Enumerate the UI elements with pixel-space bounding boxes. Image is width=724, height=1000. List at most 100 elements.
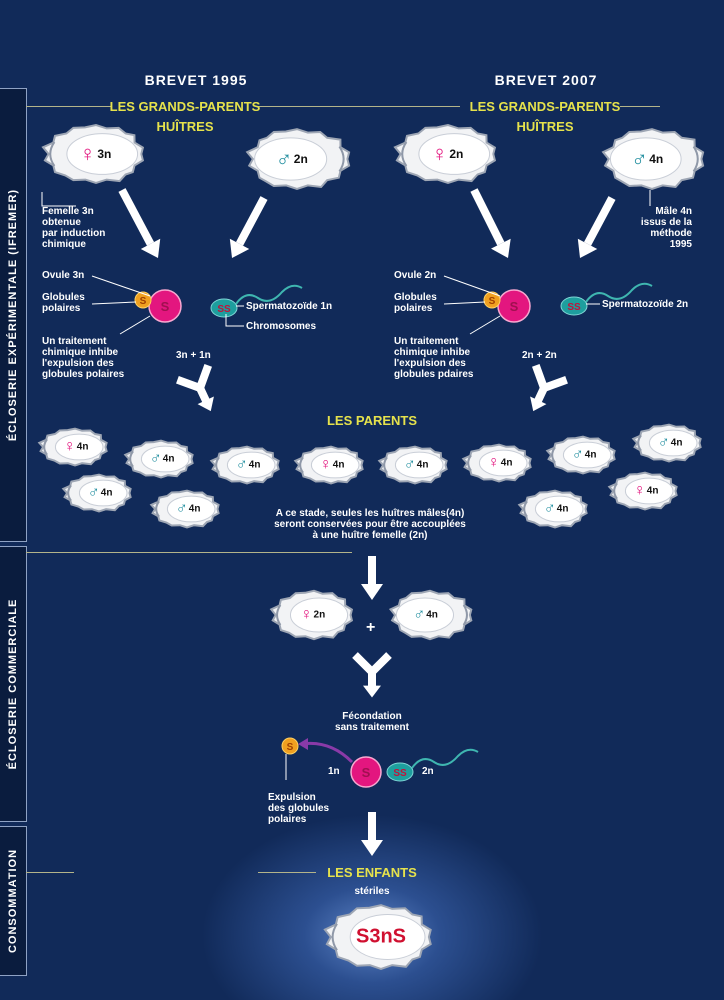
combo-label-right: 2n + 2n: [522, 350, 557, 361]
ovule-icon: [350, 756, 382, 788]
oyster-shell-icon: [323, 904, 432, 970]
female-symbol-icon: ♀: [633, 482, 646, 499]
arrow-head: [577, 238, 598, 258]
chromosome-icon: S: [140, 296, 147, 307]
divider-line: [258, 872, 316, 873]
grands-parents-title-left: LES GRANDS-PARENTS: [109, 99, 261, 114]
arrow-shaft: [584, 196, 616, 246]
breeding-female-2n-oyster: ♀2n: [269, 589, 356, 641]
ploidy-label: 4n: [426, 609, 438, 621]
male-symbol-icon: ♂: [87, 484, 100, 501]
male-symbol-icon: ♂: [403, 456, 416, 473]
oyster-shell-icon: [377, 445, 448, 485]
leader-line: [469, 315, 501, 335]
merge-arrow-icon: [530, 364, 568, 412]
grandparent-female-3n-oyster: ♀3n: [41, 123, 148, 185]
huitres-title-left: HUÎTRES: [156, 119, 214, 134]
chromosome-icon: S: [287, 742, 294, 753]
male-symbol-icon: ♂: [275, 146, 293, 171]
parents-title: LES PARENTS: [326, 413, 418, 428]
child-label: S3nS: [355, 925, 407, 948]
divider-line: [620, 106, 660, 107]
polar-body-icon: [134, 291, 152, 309]
chromosome-icon: SS: [393, 768, 407, 779]
ploidy-label: 4n: [584, 449, 597, 461]
arrow-shaft: [470, 188, 505, 246]
leader-line: [91, 301, 137, 305]
arrow-shaft: [118, 188, 155, 246]
ploidy-label: 4n: [248, 459, 261, 471]
oyster-shell-icon: [269, 589, 354, 641]
parent-oyster: ♂4n: [545, 435, 618, 475]
spermatozoid-icon: [386, 762, 414, 782]
sterile-child-oyster: S3nS: [323, 904, 436, 970]
ploidy-label: 4n: [649, 152, 664, 166]
stage-note: A ce stade, seules les huîtres mâles(4n)…: [274, 508, 466, 541]
oyster-shell-icon: [517, 489, 588, 529]
male-symbol-icon: ♂: [571, 446, 584, 463]
ploidy-label: 4n: [500, 457, 513, 469]
arrow-head: [229, 238, 250, 258]
leader-line: [225, 314, 244, 327]
leader-line: [119, 315, 151, 335]
male-symbol-icon: ♂: [657, 434, 670, 451]
parent-oyster: ♀4n: [607, 471, 680, 511]
steriles-label: stériles: [354, 886, 390, 897]
arrow-head: [140, 238, 161, 258]
divider-line: [26, 872, 74, 873]
female-symbol-icon: ♀: [79, 141, 96, 166]
chromosome-icon: SS: [567, 302, 581, 313]
spermatozoid-icon: [210, 298, 238, 318]
parent-oyster: ♂4n: [61, 473, 134, 513]
oyster-shell-icon: [393, 123, 497, 185]
huitres-title-right: HUÎTRES: [516, 119, 574, 134]
ploidy-label: 4n: [188, 503, 201, 515]
enfants-title: LES ENFANTS: [327, 865, 417, 880]
ploidy-label: 3n: [97, 147, 112, 161]
side-label-consommation: CONSOMMATION: [0, 826, 27, 976]
parent-oyster: ♂4n: [123, 439, 196, 479]
sperm-tail: [411, 748, 479, 769]
grandparent-male-2n-oyster: ♂2n: [244, 128, 351, 190]
female-symbol-icon: ♀: [431, 141, 448, 166]
oyster-shell-icon: [293, 445, 364, 485]
chromosome-icon: S: [161, 299, 170, 314]
brevet-2007-title: BREVET 2007: [494, 72, 598, 88]
oyster-shell-icon: [545, 435, 616, 475]
oyster-shell-icon: [245, 128, 351, 190]
oyster-shell-icon: [61, 473, 132, 513]
male-symbol-icon: ♂: [413, 606, 426, 623]
ploidy-label: 4n: [76, 441, 89, 453]
parent-oyster: ♂4n: [517, 489, 590, 529]
parent-oyster: ♀4n: [293, 445, 366, 485]
combo-label-left: 3n + 1n: [176, 350, 211, 361]
plus-sign: +: [366, 619, 376, 636]
parent-oyster: ♂4n: [631, 423, 704, 463]
male-symbol-icon: ♂: [631, 146, 648, 171]
oyster-shell-icon: [461, 443, 532, 483]
ploidy-label: 4n: [332, 459, 345, 471]
grandparent-female-2n-oyster: ♀2n: [393, 123, 500, 185]
ploidy-label: 2n: [313, 609, 326, 621]
male-symbol-icon: ♂: [175, 500, 188, 517]
oyster-shell-icon: [631, 423, 702, 463]
female-symbol-icon: ♀: [319, 456, 332, 473]
chromosome-icon: SS: [217, 304, 231, 315]
female-symbol-icon: ♀: [63, 438, 76, 455]
chromosome-icon: S: [362, 765, 371, 780]
arrow-head: [361, 840, 383, 856]
parent-oyster: ♀4n: [37, 427, 110, 467]
ploidy-label: 4n: [100, 487, 113, 499]
male-symbol-icon: ♂: [149, 450, 162, 467]
ploidy-label: 2n: [449, 147, 464, 161]
parent-oyster: ♂4n: [377, 445, 450, 485]
arrow-head: [491, 238, 511, 258]
ovule-3n-label: Ovule 3n: [42, 270, 85, 281]
ovule-2n-label: Ovule 2n: [394, 270, 437, 281]
